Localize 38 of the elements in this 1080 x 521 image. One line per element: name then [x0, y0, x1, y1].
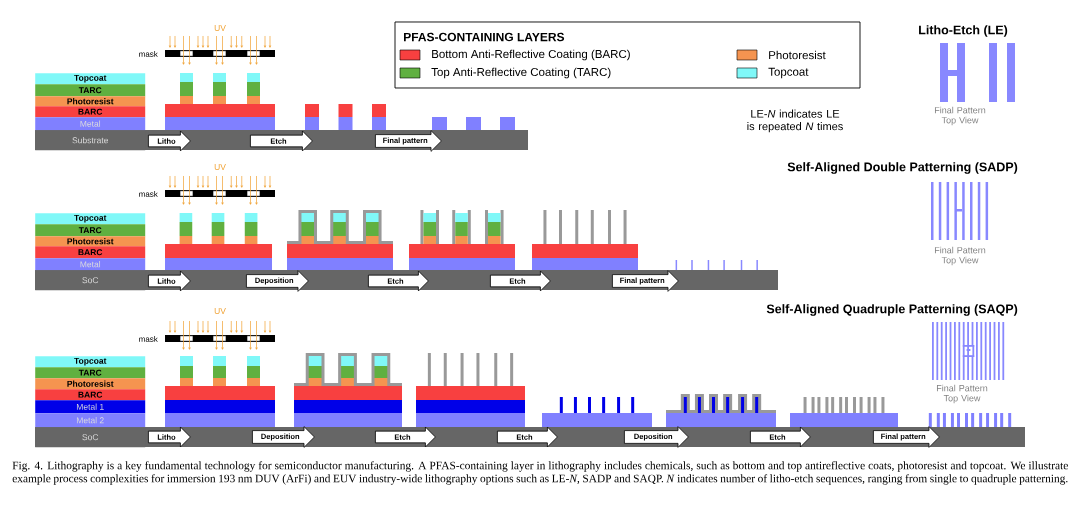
- view-caption: Final Pattern Top View: [934, 246, 986, 266]
- layer-band: BARC: [35, 389, 146, 401]
- legend-label: Bottom Anti-Reflective Coating (BARC): [432, 49, 630, 61]
- mask-label: mask: [139, 51, 158, 57]
- view-caption: Final Pattern Top View: [934, 106, 986, 126]
- layer-band: Photoresist: [35, 378, 146, 390]
- uv-label: UV: [214, 25, 226, 31]
- legend-label: Photoresist: [769, 50, 826, 60]
- layer-band: Metal: [35, 117, 146, 131]
- figure-caption: Fig. 4. Lithography is a key fundamental technology for semiconductor manufacturing. A PFAS-containing layer in lithography includes chemicals, such as bottom and top antireflective coats, photoresist and topcoat. We illustrate example process complexities for immersion 193 nm DUV (ArFi) and EUV industry-wide lithography options such as LE-N, SADP and SAQP. N indicates number of litho-etch sequences, ranging from single to quadruple patterning.: [12, 461, 1068, 485]
- layer-band: Metal 2: [35, 413, 146, 428]
- layer-band: Metal: [35, 258, 146, 271]
- note-text: LE-N indicates LE is repeated N times: [747, 109, 843, 133]
- layer-band: BARC: [35, 246, 146, 259]
- section-title: Self-Aligned Double Patterning (SADP): [787, 162, 1018, 174]
- view-caption: Final Pattern Top View: [937, 384, 988, 404]
- layer-band: TARC: [35, 84, 146, 97]
- section-title: Litho-Etch (LE): [919, 25, 1008, 37]
- layer-band: TARC: [35, 224, 146, 237]
- layer-band: SoC: [35, 427, 146, 448]
- section-title: Self-Aligned Quadruple Patterning (SAQP): [766, 304, 1018, 316]
- layer-band: TARC: [35, 367, 146, 379]
- legend-label: Topcoat: [768, 67, 809, 79]
- layer-band: Topcoat: [35, 356, 146, 368]
- layer-band: Photoresist: [35, 236, 146, 247]
- layer-band: Photoresist: [35, 96, 146, 107]
- layer-band: Topcoat: [35, 213, 146, 225]
- mask-label: mask: [139, 336, 158, 342]
- uv-label: UV: [214, 308, 226, 314]
- legend-title: PFAS-CONTAINING LAYERS: [404, 32, 565, 42]
- layer-band: Substrate: [35, 130, 146, 151]
- layer-band: Topcoat: [35, 73, 146, 85]
- mask-label: mask: [139, 191, 158, 197]
- layer-band: Metal 1: [35, 400, 146, 414]
- layer-band: BARC: [35, 106, 146, 118]
- uv-label: UV: [214, 164, 226, 170]
- legend-label: Top Anti-Reflective Coating (TARC): [431, 67, 611, 79]
- layer-band: SoC: [35, 270, 146, 291]
